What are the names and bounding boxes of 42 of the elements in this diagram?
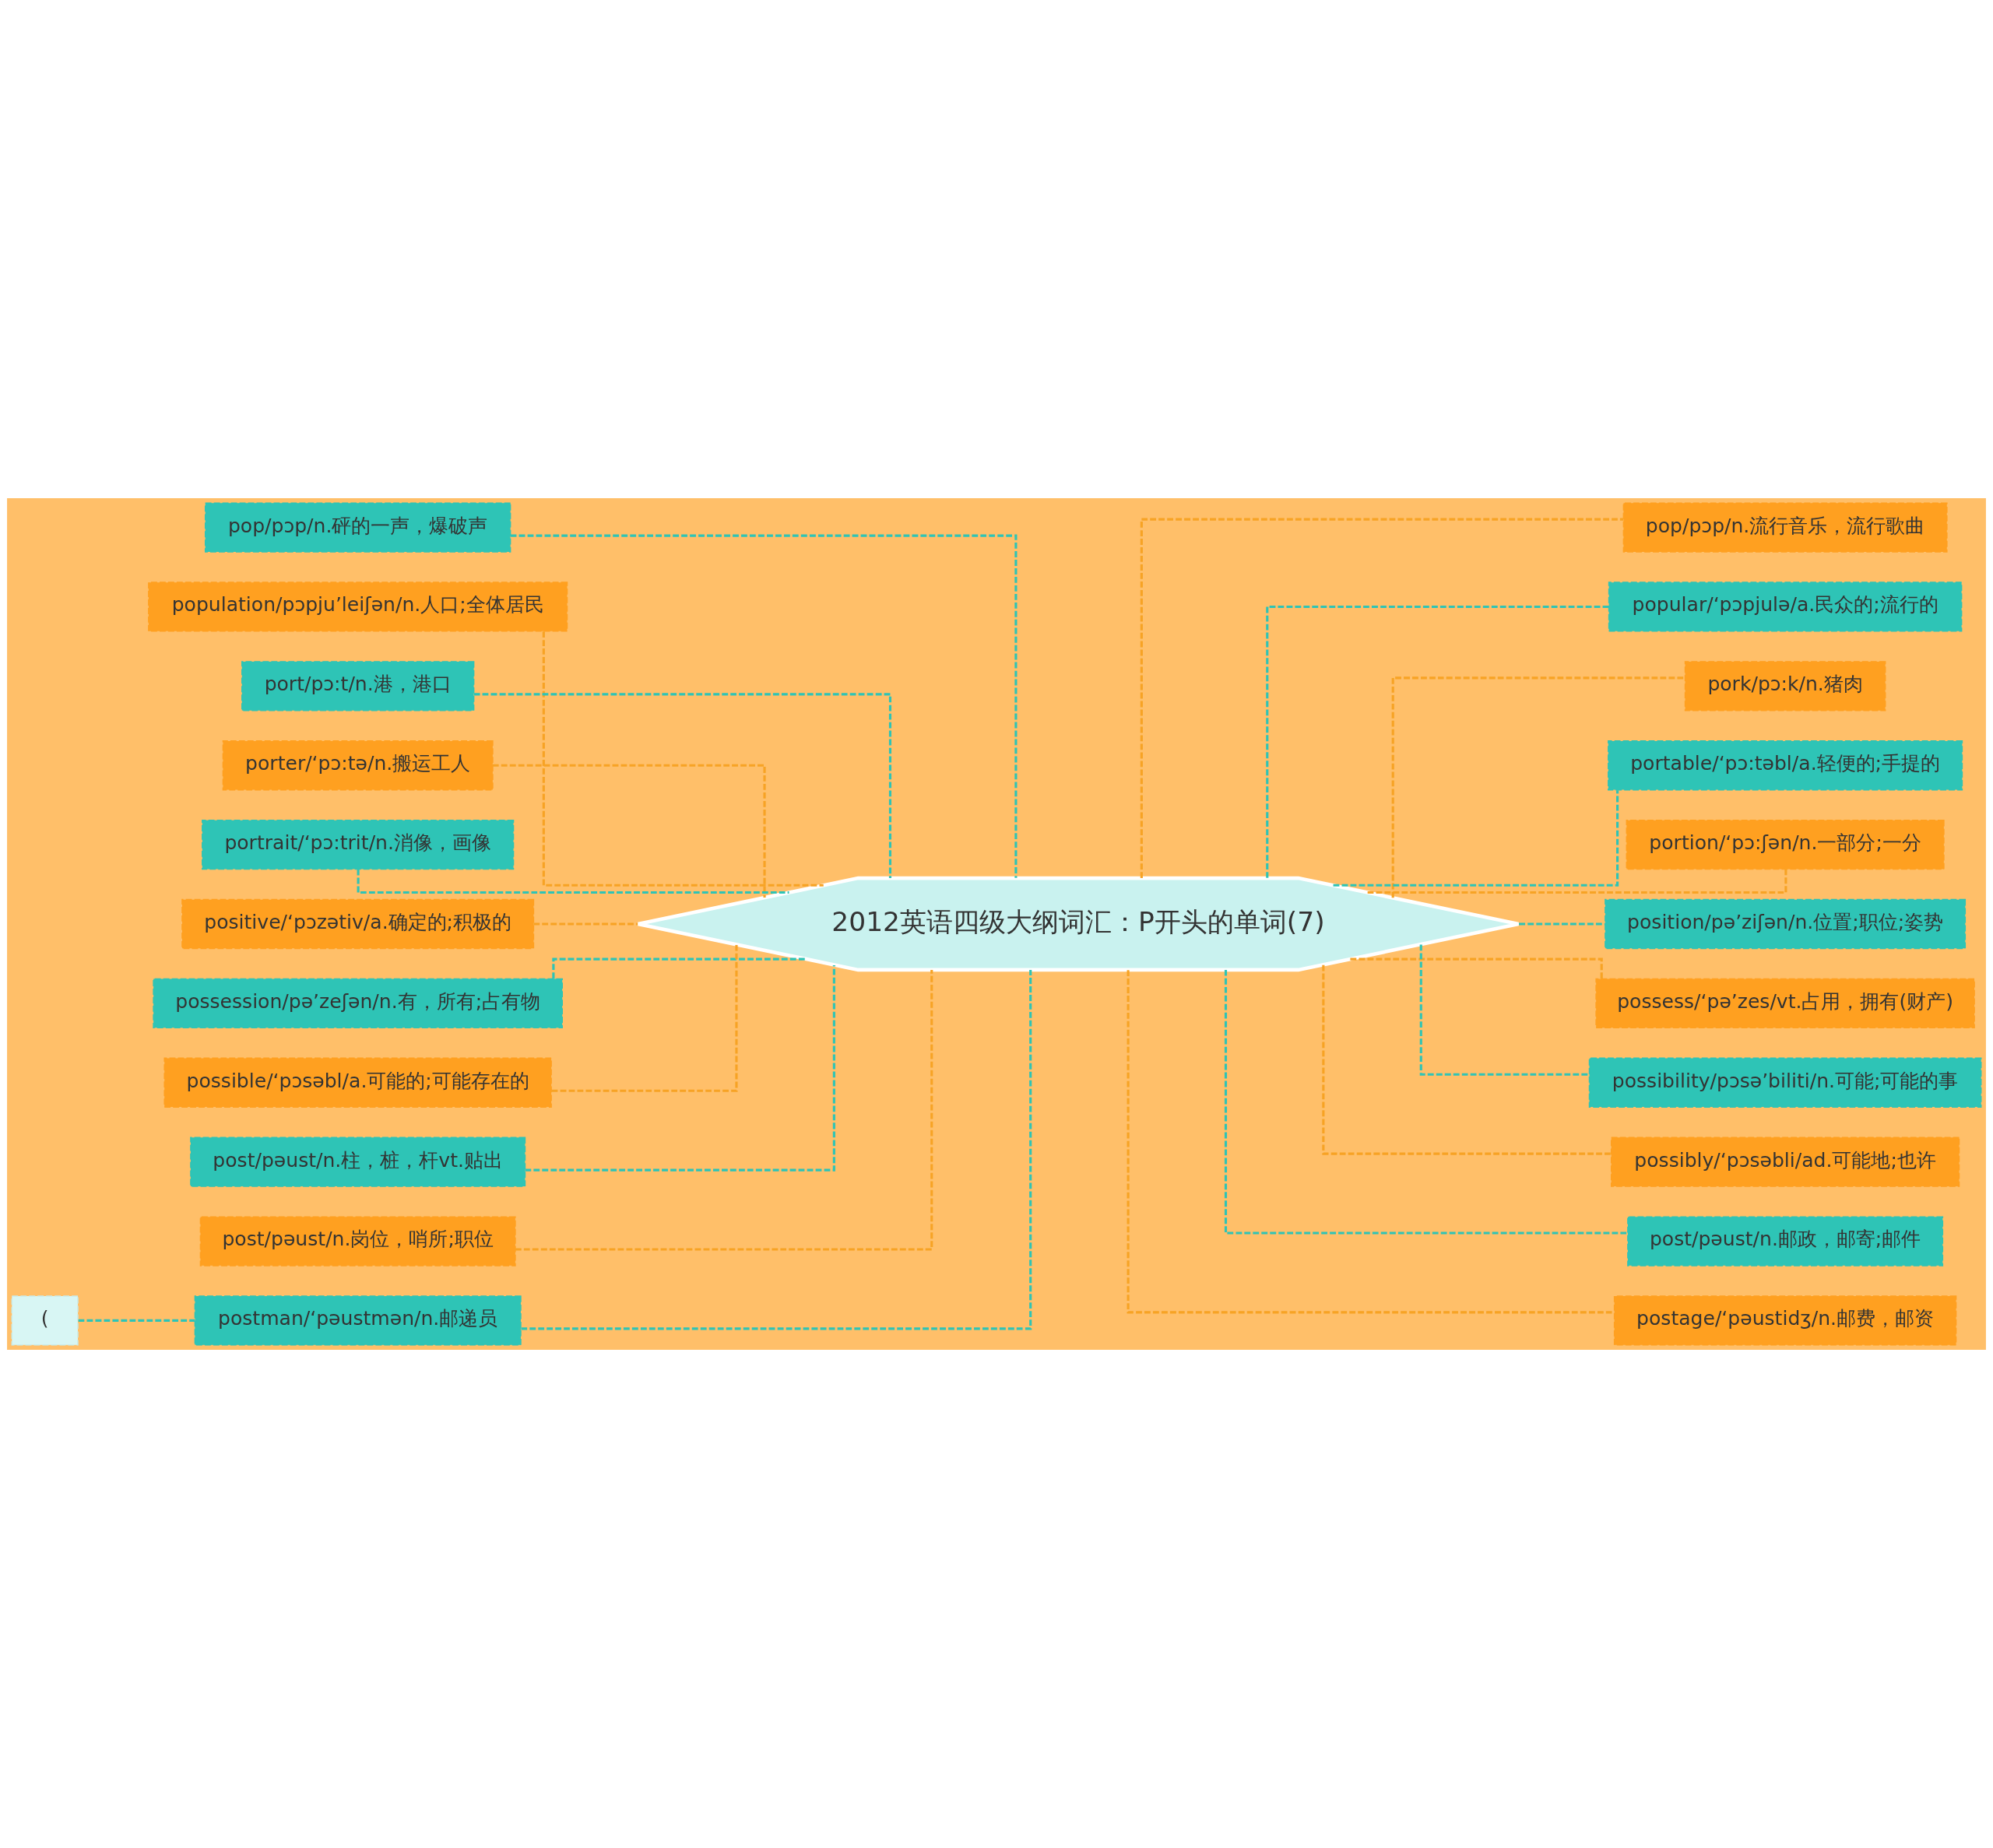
connector (1333, 790, 1619, 887)
connector (510, 534, 1018, 878)
node-box: position/pə’ziʃən/n.位置;职位;姿势 (1605, 898, 1967, 950)
connector (1224, 970, 1628, 1235)
connector (1519, 922, 1605, 926)
connector (525, 964, 835, 1172)
connector (1419, 944, 1590, 1076)
connector (492, 764, 766, 898)
node-box: possibility/pɔsə’biliti/n.可能;可能的事 (1588, 1057, 1982, 1108)
connector (78, 1319, 195, 1322)
node-box: pop/pɔp/n.流行音乐，流行歌曲 (1622, 502, 1948, 553)
node-box: post/pəust/n.岗位，哨所;职位 (199, 1216, 516, 1267)
node-box: post/pəust/n.柱，桩，杆vt.贴出 (190, 1137, 526, 1187)
node-box: portion/‘pɔ:ʃən/n.一部分;一分 (1626, 820, 1945, 870)
connector (1391, 676, 1685, 898)
connector (1127, 970, 1615, 1314)
node-box: ( (11, 1295, 79, 1346)
node-box: post/pəust/n.邮政，邮寄;邮件 (1627, 1216, 1944, 1267)
connector (515, 970, 933, 1251)
node-box: population/pɔpju’leiʃən/n.人口;全体居民 (148, 581, 568, 632)
node-box: portrait/‘pɔ:trit/n.消像，画像 (202, 820, 515, 870)
connector (521, 970, 1032, 1330)
connector (1322, 964, 1612, 1155)
node-box: possibly/‘pɔsəbli/ad.可能地;也许 (1610, 1137, 1960, 1187)
node-box: pop/pɔp/n.砰的一声，爆破声 (204, 502, 511, 553)
node-box: portable/‘pɔ:təbl/a.轻便的;手提的 (1608, 740, 1963, 791)
node-box: possess/‘pə’zes/vt.占用，拥有(财产) (1595, 978, 1975, 1028)
node-box: pork/pɔ:k/n.猪肉 (1684, 661, 1886, 711)
node-box: porter/‘pɔ:tə/n.搬运工人 (222, 740, 494, 791)
connector (533, 922, 638, 926)
node-box: port/pɔ:t/n.港，港口 (241, 661, 475, 711)
node-box: possession/pə’zeʃən/n.有，所有;占有物 (153, 978, 563, 1028)
connector (1140, 518, 1623, 878)
node-box: positive/‘pɔzətiv/a.确定的;积极的 (181, 898, 535, 950)
node-box: postman/‘pəustmən/n.邮递员 (194, 1295, 522, 1346)
connector (542, 631, 824, 887)
node-box: possible/‘pɔsəbl/a.可能的;可能存在的 (163, 1057, 552, 1108)
connector (473, 693, 892, 878)
connector (551, 944, 738, 1092)
node-box: postage/‘pəustidʒ/n.邮费，邮资 (1613, 1295, 1957, 1346)
connector (1266, 605, 1609, 878)
node-box: popular/‘pɔpjulə/a.民众的;流行的 (1608, 581, 1963, 632)
